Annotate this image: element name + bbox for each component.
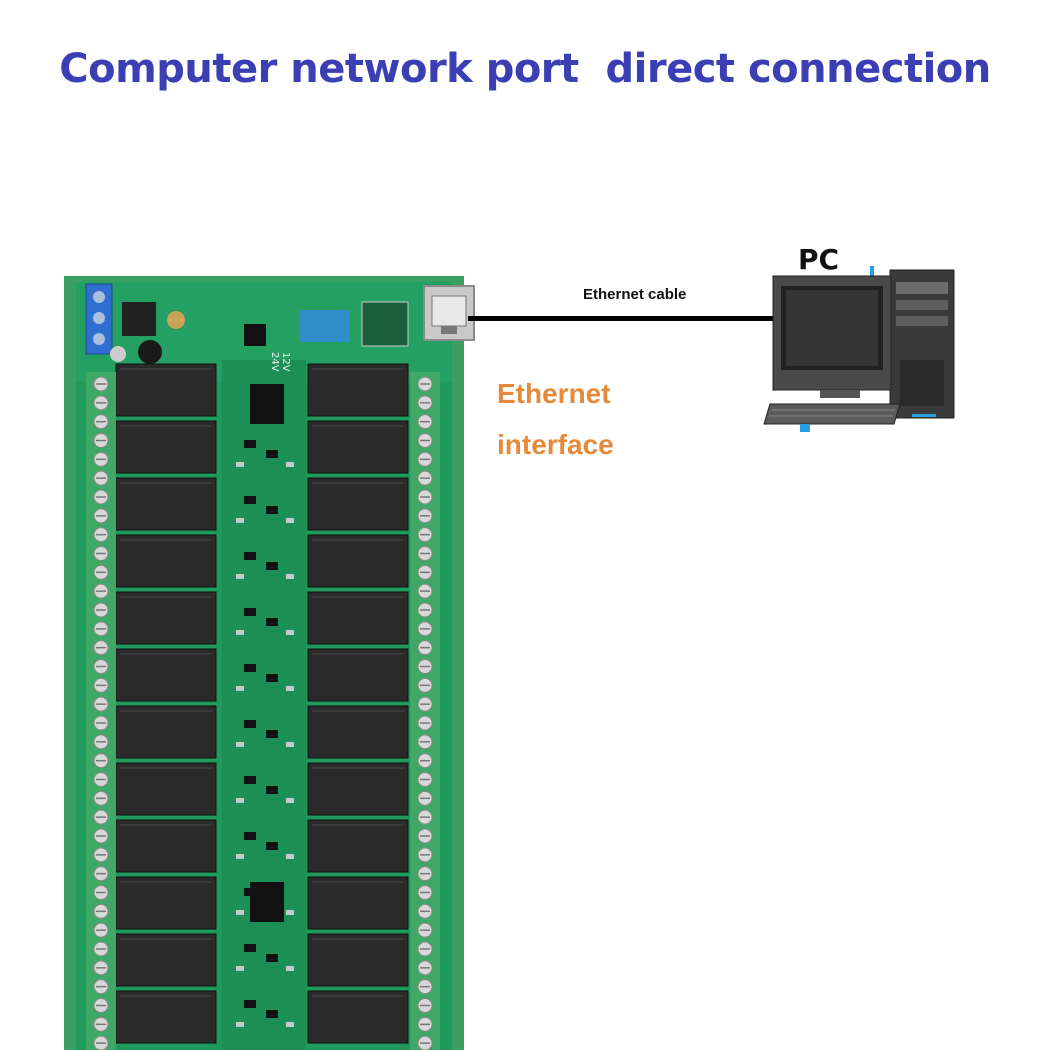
power-connector [85, 283, 113, 355]
relay [115, 876, 217, 930]
relay [115, 534, 217, 588]
interface-label-line2: interface [497, 429, 614, 460]
relay [115, 363, 217, 417]
relay [307, 762, 409, 816]
relay [115, 933, 217, 987]
relay [307, 705, 409, 759]
voltage-mark-24v: 24V [269, 352, 280, 372]
relay [307, 933, 409, 987]
relay [115, 762, 217, 816]
page-title: Computer network port direct connection [59, 46, 991, 92]
relay [307, 363, 409, 417]
relay [307, 534, 409, 588]
relay [307, 990, 409, 1044]
relay [307, 591, 409, 645]
relay [115, 990, 217, 1044]
interface-label-line1: Ethernet [497, 378, 611, 409]
rj45-port-icon [423, 285, 475, 341]
relay [307, 819, 409, 873]
relay [307, 477, 409, 531]
relay [115, 705, 217, 759]
relay [307, 420, 409, 474]
relay [307, 648, 409, 702]
voltage-mark-12v: 12V [280, 352, 291, 372]
cable-label: Ethernet cable [583, 286, 687, 303]
pc-label: PC [798, 243, 840, 276]
relay [307, 876, 409, 930]
ethernet-cable [468, 316, 773, 321]
relay [115, 420, 217, 474]
relay [115, 591, 217, 645]
